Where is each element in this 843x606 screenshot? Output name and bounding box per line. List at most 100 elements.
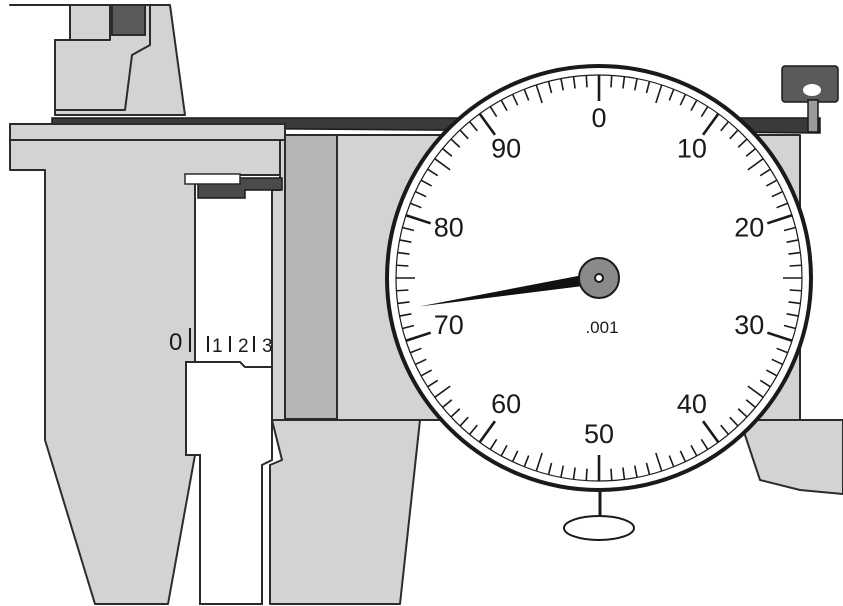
dial-tick	[747, 385, 764, 398]
dial-number-80: 80	[434, 212, 464, 242]
dial-tick	[786, 313, 799, 317]
dial-tick	[771, 358, 784, 366]
dial-ticks	[396, 75, 802, 481]
dial-tick	[500, 444, 508, 457]
dial-tick	[478, 420, 497, 443]
dial-tick	[745, 147, 756, 157]
scale-window	[184, 173, 241, 185]
dial-tick	[468, 121, 478, 132]
dial-tick	[547, 81, 553, 94]
dial-tick	[434, 158, 451, 171]
dial-tick	[396, 289, 409, 292]
dial-tick	[655, 84, 663, 104]
dial-tick	[489, 106, 498, 118]
dial-tick	[402, 324, 415, 330]
dial-tick	[489, 438, 498, 450]
dial-tick	[655, 452, 663, 472]
dial-tick	[690, 444, 698, 457]
dial-tick	[442, 399, 453, 409]
dial-number-10: 10	[677, 133, 707, 163]
dial-tick	[572, 76, 576, 89]
dial-tick	[459, 416, 469, 427]
dial-indicator: 0 10 20 30 40 50 60 70 80 90 .001	[385, 64, 813, 492]
dial-tick	[399, 239, 412, 243]
dial-numbers: 0 10 20 30 40 50 60 70 80 90	[434, 103, 765, 449]
dial-tick	[427, 379, 439, 388]
dial-tick	[442, 147, 453, 157]
main-scale-label-3: 3	[262, 336, 273, 357]
clamp-screw-highlight	[803, 84, 821, 96]
dial-tick	[572, 467, 576, 480]
dial-tick	[450, 408, 461, 418]
dial-tick	[690, 99, 698, 112]
dial-tick	[610, 468, 613, 481]
dial-tick	[523, 88, 530, 101]
dial-tick	[547, 462, 553, 475]
dial-tick	[523, 455, 530, 468]
dial-tick	[679, 93, 687, 106]
dial-tick	[747, 158, 764, 171]
dial-tick	[610, 75, 613, 88]
dial-tick	[783, 324, 796, 330]
beam-ledge	[9, 123, 286, 141]
dial-tick	[585, 468, 588, 481]
dial-tick	[409, 202, 422, 209]
dial-unit-label: .001	[585, 318, 618, 337]
clamp-screw	[781, 65, 839, 133]
dial-tick	[786, 239, 799, 243]
dial-tick	[409, 347, 422, 354]
dial-tick	[788, 301, 801, 305]
dial-tick	[478, 113, 497, 136]
dial-number-40: 40	[677, 389, 707, 419]
dial-tick	[788, 251, 801, 255]
dial-tick	[434, 385, 451, 398]
dial-tick	[737, 408, 748, 418]
dial-number-50: 50	[584, 419, 614, 449]
dial-tick	[700, 438, 709, 450]
dial-foot	[563, 515, 635, 541]
dial-tick	[511, 93, 519, 106]
dial-tick	[427, 168, 439, 177]
dial-tick	[535, 452, 543, 472]
dial-tick	[700, 106, 709, 118]
dial-hub-pin	[594, 273, 604, 283]
dial-tick	[765, 369, 778, 377]
dial-tick	[622, 76, 626, 89]
dial-tick	[468, 424, 478, 435]
dial-tick	[622, 467, 626, 480]
dial-tick	[729, 129, 739, 140]
dial-tick	[679, 450, 687, 463]
dial-tick	[759, 168, 771, 177]
clamp-screw-stem	[807, 99, 819, 133]
dial-tick	[450, 138, 461, 148]
dial-tick	[396, 264, 409, 267]
dial-number-20: 20	[734, 212, 764, 242]
dial-tick	[720, 424, 730, 435]
dial-tick	[402, 226, 415, 232]
dial-tick	[511, 450, 519, 463]
dial-tick	[766, 214, 793, 225]
dial-tick	[420, 369, 433, 377]
dial-tick	[701, 420, 720, 443]
dial-tick	[789, 264, 802, 267]
jaw-gap	[185, 361, 273, 605]
dial-tick	[766, 331, 793, 342]
dial-tick	[414, 358, 427, 366]
dial-tick	[776, 347, 789, 354]
dial-number-60: 60	[491, 389, 521, 419]
upper-jaw-knob	[111, 4, 146, 36]
dial-tick	[634, 78, 638, 91]
dial-tick	[668, 455, 675, 468]
dial-tick	[645, 462, 651, 475]
dial-number-90: 90	[491, 133, 521, 163]
clamp-screw-cap	[781, 65, 839, 103]
dial-tick	[500, 99, 508, 112]
dial-tick	[668, 88, 675, 101]
dial-needle	[419, 272, 600, 307]
dial-tick	[745, 399, 756, 409]
dial-tick	[405, 214, 432, 225]
dial-tick	[560, 465, 564, 478]
slider-right-lobe	[739, 419, 843, 495]
dial-number-70: 70	[434, 310, 464, 340]
